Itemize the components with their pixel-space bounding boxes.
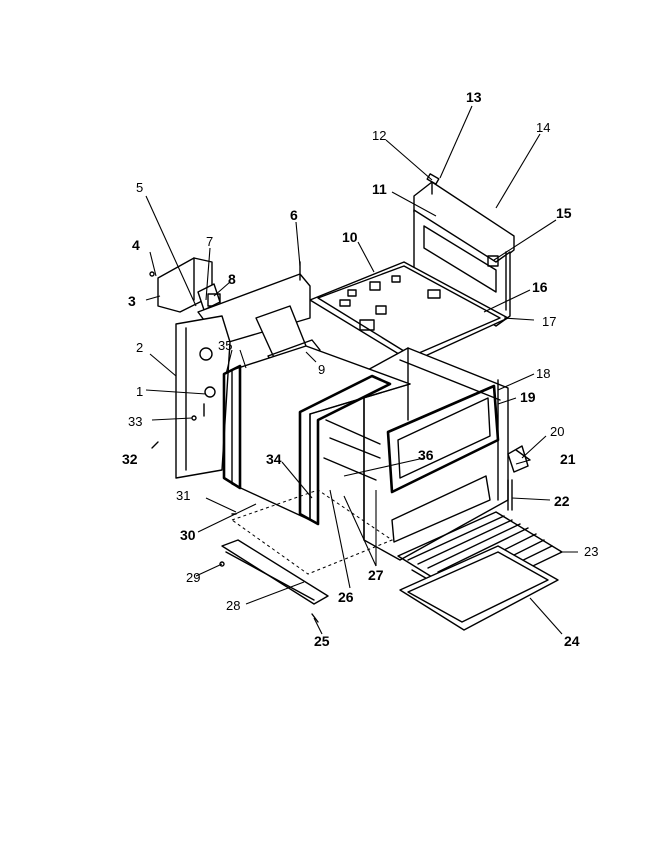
callout-3: 3 <box>128 293 136 309</box>
left-side-panel <box>175 315 231 479</box>
callout-labels: 1 2 3 4 5 6 7 8 9 10 11 12 13 14 15 16 1… <box>122 89 598 649</box>
leader-lines <box>145 105 578 635</box>
callout-6: 6 <box>290 207 298 223</box>
callout-36: 36 <box>418 447 434 463</box>
callout-7: 7 <box>206 234 213 249</box>
callout-10: 10 <box>342 229 358 245</box>
callout-13: 13 <box>466 89 482 105</box>
callout-18: 18 <box>536 366 550 381</box>
callout-12: 12 <box>372 128 386 143</box>
callout-9: 9 <box>318 362 325 377</box>
callout-16: 16 <box>532 279 548 295</box>
callout-22: 22 <box>554 493 570 509</box>
front-frame <box>222 345 411 526</box>
callout-25: 25 <box>314 633 330 649</box>
callout-20: 20 <box>550 424 564 439</box>
callout-15: 15 <box>556 205 572 221</box>
callout-26: 26 <box>338 589 354 605</box>
callout-5: 5 <box>136 180 143 195</box>
callout-19: 19 <box>520 389 536 405</box>
callout-23: 23 <box>584 544 598 559</box>
callout-11: 11 <box>372 181 387 197</box>
callout-17: 17 <box>542 314 556 329</box>
broiler-pan <box>399 545 559 631</box>
callout-24: 24 <box>564 633 580 649</box>
kick-rail <box>219 539 329 623</box>
callout-34: 34 <box>266 451 282 467</box>
callout-14: 14 <box>536 120 550 135</box>
callout-2: 2 <box>136 340 143 355</box>
door-hinge-hardware <box>507 445 531 511</box>
callout-21: 21 <box>560 451 576 467</box>
callout-27: 27 <box>368 567 384 583</box>
callout-29: 29 <box>186 570 200 585</box>
callout-28: 28 <box>226 598 240 613</box>
callout-35: 35 <box>218 338 232 353</box>
callout-30: 30 <box>180 527 196 543</box>
callout-4: 4 <box>132 237 140 253</box>
left-brackets <box>149 257 221 313</box>
callout-33: 33 <box>128 414 142 429</box>
callout-8: 8 <box>228 271 236 287</box>
callout-31: 31 <box>176 488 190 503</box>
callout-1: 1 <box>136 384 143 399</box>
callout-32: 32 <box>122 451 138 467</box>
